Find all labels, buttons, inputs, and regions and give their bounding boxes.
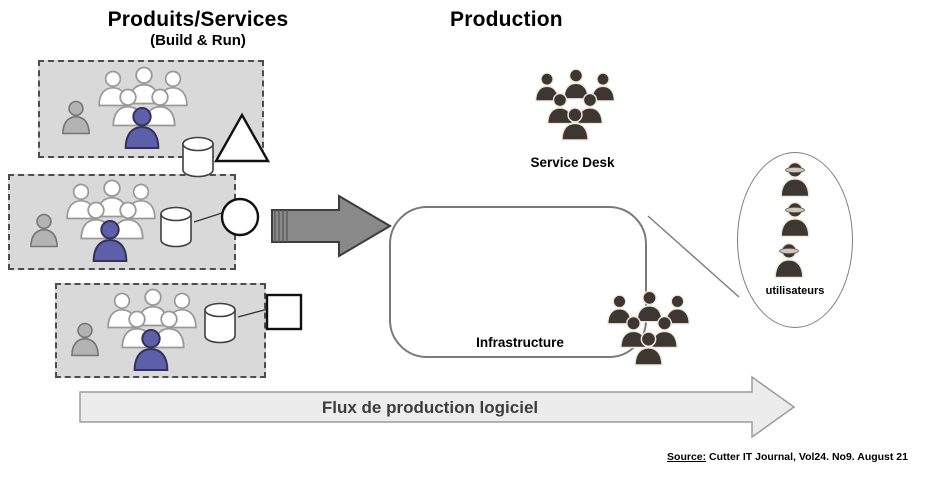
source-prefix: Source:: [667, 451, 707, 463]
user-icon: [780, 161, 810, 198]
team-lead-icon: [30, 213, 58, 248]
flow-arrow-icon: [79, 375, 796, 439]
service-desk-group-icon: [535, 68, 615, 141]
production-title: Production: [450, 8, 563, 31]
user-icon: [780, 201, 810, 238]
users-ellipse: utilisateurs: [737, 152, 853, 328]
products-services-title: Produits/Services: [107, 8, 289, 31]
service-desk-label: Service Desk: [530, 155, 615, 170]
team-lead-icon: [62, 100, 90, 135]
square-icon: [265, 293, 303, 331]
infrastructure-label: Infrastructure: [476, 335, 564, 350]
big-arrow-icon: [271, 194, 392, 258]
database-icon: [204, 302, 236, 344]
team-box-2: [8, 174, 236, 270]
circle-icon: [220, 197, 260, 237]
source-citation: Source: Cutter IT Journal, Vol24. No9. A…: [560, 451, 908, 463]
user-icon: [774, 242, 804, 279]
database-icon: [182, 136, 214, 178]
triangle-icon: [213, 112, 271, 163]
production-boundary: [389, 206, 647, 358]
source-text: Cutter IT Journal, Vol24. No9. August 21: [706, 451, 908, 463]
users-label: utilisateurs: [765, 285, 825, 297]
database-icon: [160, 206, 192, 248]
build-run-subtitle: (Build & Run): [150, 32, 246, 49]
team-box-1: [38, 60, 264, 158]
team-lead-icon: [71, 322, 99, 357]
users-group-icon: [774, 161, 810, 279]
infrastructure-group-icon: [607, 290, 690, 366]
flow-arrow-label: Flux de production logiciel: [321, 398, 539, 417]
